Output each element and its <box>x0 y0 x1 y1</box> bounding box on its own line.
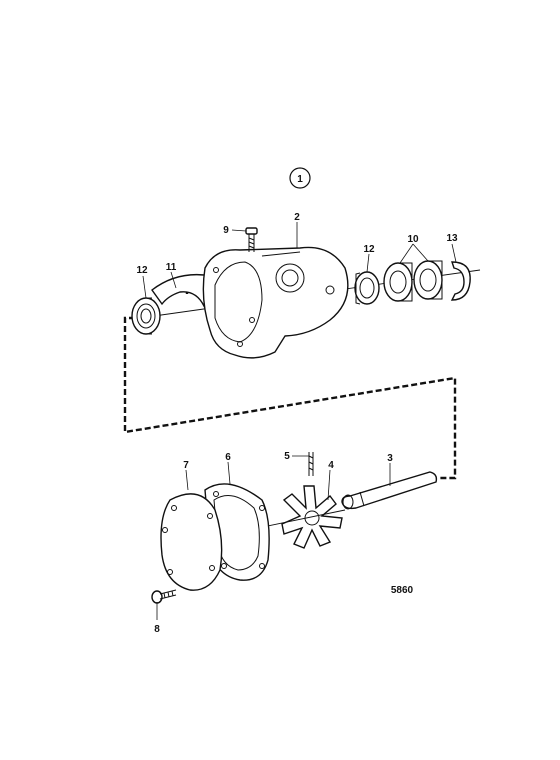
group-number-marker: 1 <box>289 167 311 189</box>
cover-screw <box>151 589 177 604</box>
label-impeller: 4 <box>328 460 334 471</box>
label-housing: 2 <box>294 212 300 223</box>
housing-screw <box>245 227 258 252</box>
label-seal-ring-right: 12 <box>363 244 375 255</box>
ball-bearings <box>383 260 443 302</box>
circlip <box>450 261 471 301</box>
seal-ring-left <box>131 297 161 335</box>
label-ball-bearings: 10 <box>407 234 419 245</box>
label-shaft: 3 <box>387 453 393 464</box>
drawing-number: 5860 <box>391 585 414 596</box>
label-cam: 11 <box>166 262 177 273</box>
impeller-screw <box>308 452 314 476</box>
label-cover: 7 <box>183 460 189 471</box>
leader-lines <box>142 222 457 620</box>
seal-ring-right <box>354 271 380 305</box>
label-gasket: 6 <box>225 452 231 463</box>
label-impeller-screw: 5 <box>284 451 290 462</box>
assembly-dashed-connector <box>123 316 457 480</box>
pump-housing <box>202 246 349 359</box>
group-number: 1 <box>297 174 303 185</box>
label-housing-screw: 9 <box>223 225 229 236</box>
label-circlip: 13 <box>446 233 458 244</box>
pump-cover <box>160 493 223 591</box>
pump-shaft <box>341 471 438 510</box>
label-seal-ring-left: 12 <box>136 265 148 276</box>
label-cover-screw: 8 <box>154 624 160 635</box>
